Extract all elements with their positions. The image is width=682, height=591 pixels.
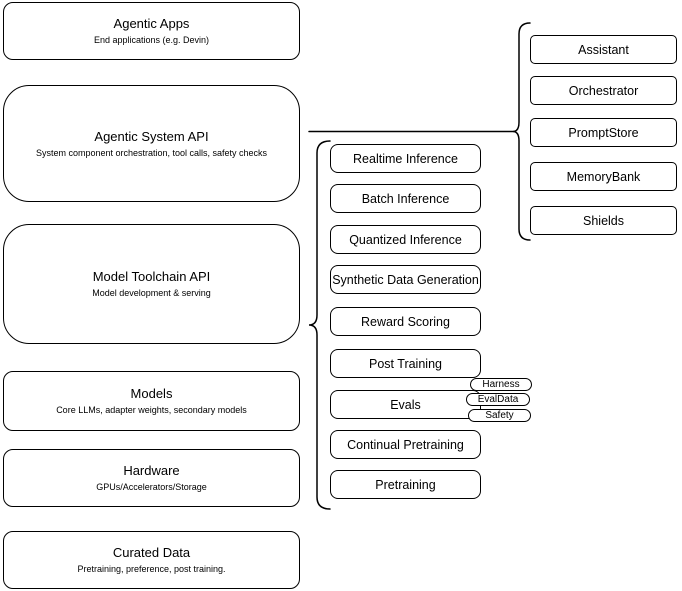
box-curated-data: Curated Data Pretraining, preference, po… <box>3 531 300 589</box>
eval-tag-label: Safety <box>485 410 514 421</box>
toolchain-item-realtime-inference: Realtime Inference <box>330 144 481 173</box>
box-agentic-system-api: Agentic System API System component orch… <box>3 85 300 202</box>
box-subtitle: GPUs/Accelerators/Storage <box>96 482 207 492</box>
box-subtitle: Core LLMs, adapter weights, secondary mo… <box>56 405 247 415</box>
toolchain-item-label: Synthetic Data Generation <box>332 272 479 287</box>
box-title: Model Toolchain API <box>92 269 211 284</box>
toolchain-item-pretraining: Pretraining <box>330 470 481 499</box>
box-models: Models Core LLMs, adapter weights, secon… <box>3 371 300 431</box>
toolchain-item-reward-scoring: Reward Scoring <box>330 307 481 336</box>
toolchain-item-batch-inference: Batch Inference <box>330 184 481 213</box>
system-item-label: MemoryBank <box>566 169 641 184</box>
toolchain-item-label: Batch Inference <box>361 191 450 206</box>
eval-tag-harness: Harness <box>470 378 532 391</box>
toolchain-item-continual-pretraining: Continual Pretraining <box>330 430 481 459</box>
box-title: Curated Data <box>112 545 191 560</box>
box-subtitle: System component orchestration, tool cal… <box>35 147 268 158</box>
toolchain-item-label: Realtime Inference <box>353 151 458 166</box>
eval-tag-label: EvalData <box>477 394 519 405</box>
toolchain-item-label: Evals <box>390 397 421 412</box>
box-title: Models <box>130 386 173 401</box>
eval-tag-safety: Safety <box>468 409 531 422</box>
system-item-promptstore: PromptStore <box>530 118 677 147</box>
toolchain-item-label: Continual Pretraining <box>347 437 464 452</box>
box-agentic-apps: Agentic Apps End applications (e.g. Devi… <box>3 2 300 60</box>
box-title: Hardware <box>123 463 180 478</box>
box-subtitle: End applications (e.g. Devin) <box>93 35 210 45</box>
toolchain-components-brace <box>308 140 331 510</box>
system-item-label: Shields <box>583 213 624 228</box>
system-item-memorybank: MemoryBank <box>530 162 677 191</box>
eval-tag-label: Harness <box>482 379 520 390</box>
system-item-label: PromptStore <box>568 125 639 140</box>
eval-tag-evaldata: EvalData <box>466 393 530 406</box>
system-item-shields: Shields <box>530 206 677 235</box>
system-item-label: Orchestrator <box>568 83 639 98</box>
system-item-orchestrator: Orchestrator <box>530 76 677 105</box>
toolchain-item-label: Pretraining <box>375 477 436 492</box>
box-subtitle: Pretraining, preference, post training. <box>77 564 226 574</box>
toolchain-item-label: Reward Scoring <box>361 314 450 329</box>
system-item-assistant: Assistant <box>530 35 677 64</box>
system-components-brace <box>512 22 531 241</box>
box-hardware: Hardware GPUs/Accelerators/Storage <box>3 449 300 507</box>
toolchain-item-synthetic-data-generation: Synthetic Data Generation <box>330 265 481 294</box>
toolchain-item-quantized-inference: Quantized Inference <box>330 225 481 254</box>
box-title: Agentic Apps <box>113 16 190 31</box>
toolchain-item-evals: Evals <box>330 390 481 419</box>
system-item-label: Assistant <box>578 42 629 57</box>
toolchain-item-label: Post Training <box>369 356 442 371</box>
box-model-toolchain-api: Model Toolchain API Model development & … <box>3 224 300 344</box>
toolchain-item-post-training: Post Training <box>330 349 481 378</box>
toolchain-item-label: Quantized Inference <box>349 232 462 247</box>
box-title: Agentic System API <box>94 128 209 144</box>
box-subtitle: Model development & serving <box>92 288 211 298</box>
